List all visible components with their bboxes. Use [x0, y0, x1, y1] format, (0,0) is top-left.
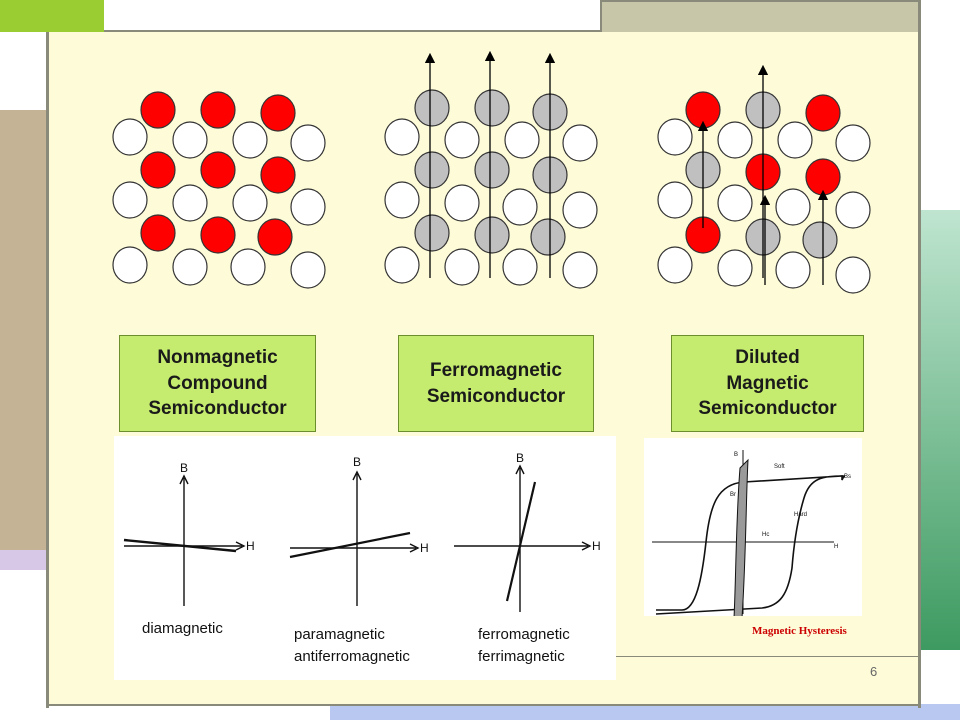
- hysteresis-panel: [644, 438, 862, 616]
- spin-arrows-ferromagnetic: [424, 50, 556, 278]
- diamagnetic-h-label: H: [246, 539, 255, 553]
- slide-border-left: [46, 32, 49, 708]
- slide-border-bottom: [46, 704, 920, 706]
- footer-line: [610, 656, 918, 657]
- caption-paramagnetic: paramagnetic antiferromagnetic: [294, 626, 410, 665]
- lattice-nonmagnetic: [112, 91, 326, 289]
- paramagnetic-line: [289, 531, 411, 559]
- hysteresis-soft-label: Soft: [774, 464, 785, 470]
- caption-diamagnetic: diamagnetic: [142, 620, 223, 637]
- label-ferromagnetic: Ferromagnetic Semiconductor: [398, 335, 594, 432]
- caption-hysteresis: Magnetic Hysteresis: [752, 625, 847, 637]
- lattice-diluted: [657, 91, 871, 294]
- label-nonmagnetic: Nonmagnetic Compound Semiconductor: [119, 335, 316, 432]
- bh-graphs-panel: [114, 436, 616, 680]
- label-diluted: Diluted Magnetic Semiconductor: [671, 335, 864, 432]
- diamagnetic-line: [123, 538, 237, 553]
- hysteresis-hc-label: Hc: [762, 532, 769, 538]
- soft-loop: [733, 458, 749, 616]
- bottom-blue-bar: [330, 704, 960, 720]
- ferromagnetic-line: [505, 481, 537, 602]
- paramagnetic-b-label: B: [353, 455, 361, 469]
- page-number: 6: [870, 664, 878, 679]
- lattice-ferromagnetic: [384, 89, 598, 289]
- corner-square-green: [0, 0, 104, 32]
- spin-arrows-diluted: [697, 64, 829, 285]
- hysteresis-b-label: B: [734, 452, 738, 458]
- right-green-block: [920, 210, 960, 650]
- hysteresis-br-label: Br: [730, 492, 736, 498]
- left-tan-block: [0, 110, 48, 550]
- ferromagnetic-b-label: B: [516, 451, 524, 465]
- hysteresis-h-label: H: [834, 544, 838, 550]
- caption-ferromagnetic: ferromagnetic ferrimagnetic: [478, 626, 570, 665]
- hysteresis-bs-label: Bs: [844, 474, 851, 480]
- ferromagnetic-h-label: H: [592, 539, 601, 553]
- hysteresis-hard-label: Hard: [794, 512, 807, 518]
- paramagnetic-h-label: H: [420, 541, 429, 555]
- diamagnetic-b-label: B: [180, 461, 188, 475]
- hard-loop: [655, 475, 846, 615]
- left-lavender-block: [0, 550, 48, 570]
- bh-graphs: B H B H B H: [123, 451, 601, 612]
- slide-border-right: [918, 0, 921, 708]
- hysteresis-graph: B H Soft Hard Bs Br Hc: [652, 450, 851, 616]
